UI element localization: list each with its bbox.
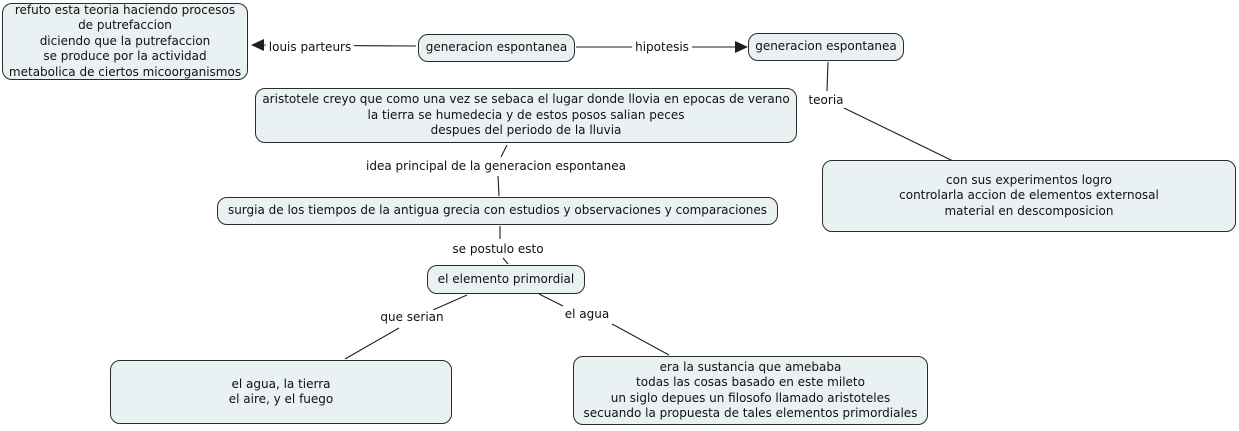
link-label-teoria: teoria (805, 93, 847, 107)
node-line: todas las cosas basado en este mileto (636, 375, 865, 389)
connector-idea-lower (497, 175, 500, 197)
link-label-louis-parteurs: louis parteurs (265, 40, 355, 54)
node-line: metabolica de ciertos micoorganismos (8, 64, 242, 79)
node-line: generacion espontanea (755, 39, 897, 54)
node-line: controlarla accion de elementos externos… (899, 188, 1159, 203)
arrowhead-right-icon (735, 41, 748, 53)
node-line: generacion espontanea (425, 40, 568, 55)
node-experimentos-descomposicion: con sus experimentos logro controlarla a… (822, 160, 1236, 232)
node-line: con sus experimentos logro (946, 172, 1112, 187)
link-label-se-postulo: se postulo esto (449, 242, 547, 256)
connector-serian-upper (432, 294, 468, 311)
connector-idea-upper (500, 144, 508, 158)
node-line: se produce por la actividad (43, 49, 207, 64)
node-line: la tierra se humedecia y de estos posos … (367, 107, 685, 122)
node-line: el agua, la tierra (231, 376, 331, 391)
link-label-hipotesis: hipotesis (632, 40, 692, 54)
node-sustancia-mileto: era la sustancia que amebaba todas las c… (573, 356, 928, 425)
node-line: de putrefaccion (78, 18, 172, 33)
node-line: un siglo depues un filosofo llamado aris… (610, 390, 891, 405)
arrowhead-left-icon (251, 39, 264, 51)
node-line: surgia de los tiempos de la antigua grec… (227, 203, 768, 218)
node-aristotele-creyo: aristotele creyo que como una vez se seb… (255, 88, 797, 143)
node-line: era la sustancia que amebaba (659, 359, 842, 374)
node-line: material en descomposicion (944, 203, 1114, 218)
node-refuto-teoria: refuto esta teoria haciendo procesos de … (2, 3, 248, 80)
connector-agua-upper (538, 293, 564, 307)
node-line: refuto esta teoria haciendo procesos (14, 2, 236, 17)
node-generacion-espontanea-center: generacion espontanea (418, 34, 575, 62)
node-line: secuando la propuesta de tales elementos… (583, 406, 918, 420)
node-generacion-espontanea-right: generacion espontanea (748, 33, 904, 61)
connector-agua-lower (611, 323, 670, 356)
link-label-idea-principal: idea principal de la generacion espontan… (363, 159, 629, 173)
connector-postulo-lower (502, 257, 509, 265)
node-line: el aire, y el fuego (228, 392, 334, 406)
node-line: aristotele creyo que como una vez se seb… (262, 92, 790, 107)
node-line: el elemento primordial (437, 271, 575, 286)
link-label-que-serian: que serian (377, 310, 447, 324)
node-elemento-primordial: el elemento primordial (427, 265, 585, 294)
connector-teoria-lower (843, 107, 954, 162)
connector-serian-lower (344, 327, 400, 360)
connector-teoria-upper (826, 61, 829, 92)
node-line: despues del periodo de la lluvia (430, 123, 622, 138)
node-surgia-antigua-grecia: surgia de los tiempos de la antigua grec… (217, 197, 778, 225)
node-agua-tierra-aire-fuego: el agua, la tierra el aire, y el fuego (110, 360, 452, 424)
link-label-el-agua: el agua (561, 307, 613, 321)
node-line: diciendo que la putrefaccion (39, 33, 211, 48)
